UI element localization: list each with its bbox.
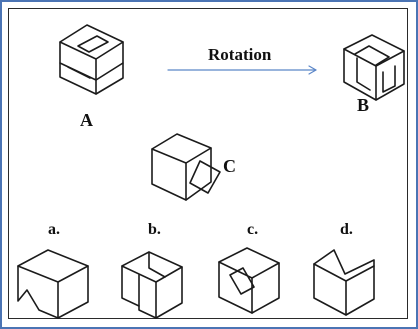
- option-c-shape: [218, 247, 280, 314]
- figure-border: [8, 8, 408, 319]
- rotation-arrow: [167, 65, 317, 75]
- option-a-shape: [17, 249, 89, 319]
- figure-b-label: B: [357, 95, 370, 115]
- figure-b-shape: [343, 34, 405, 101]
- option-d-label[interactable]: d.: [340, 221, 353, 238]
- option-b-shape: [121, 251, 183, 319]
- figure-a-shape: [59, 24, 124, 95]
- figure-c-shape: [151, 133, 221, 201]
- option-b-label[interactable]: b.: [148, 221, 161, 238]
- option-c-label[interactable]: c.: [247, 221, 259, 238]
- figure-c-label: C: [223, 156, 236, 176]
- figure-a-label: A: [80, 110, 93, 130]
- rotation-label: Rotation: [208, 45, 272, 64]
- option-d-shape: [313, 249, 375, 316]
- option-a-label[interactable]: a.: [48, 221, 60, 238]
